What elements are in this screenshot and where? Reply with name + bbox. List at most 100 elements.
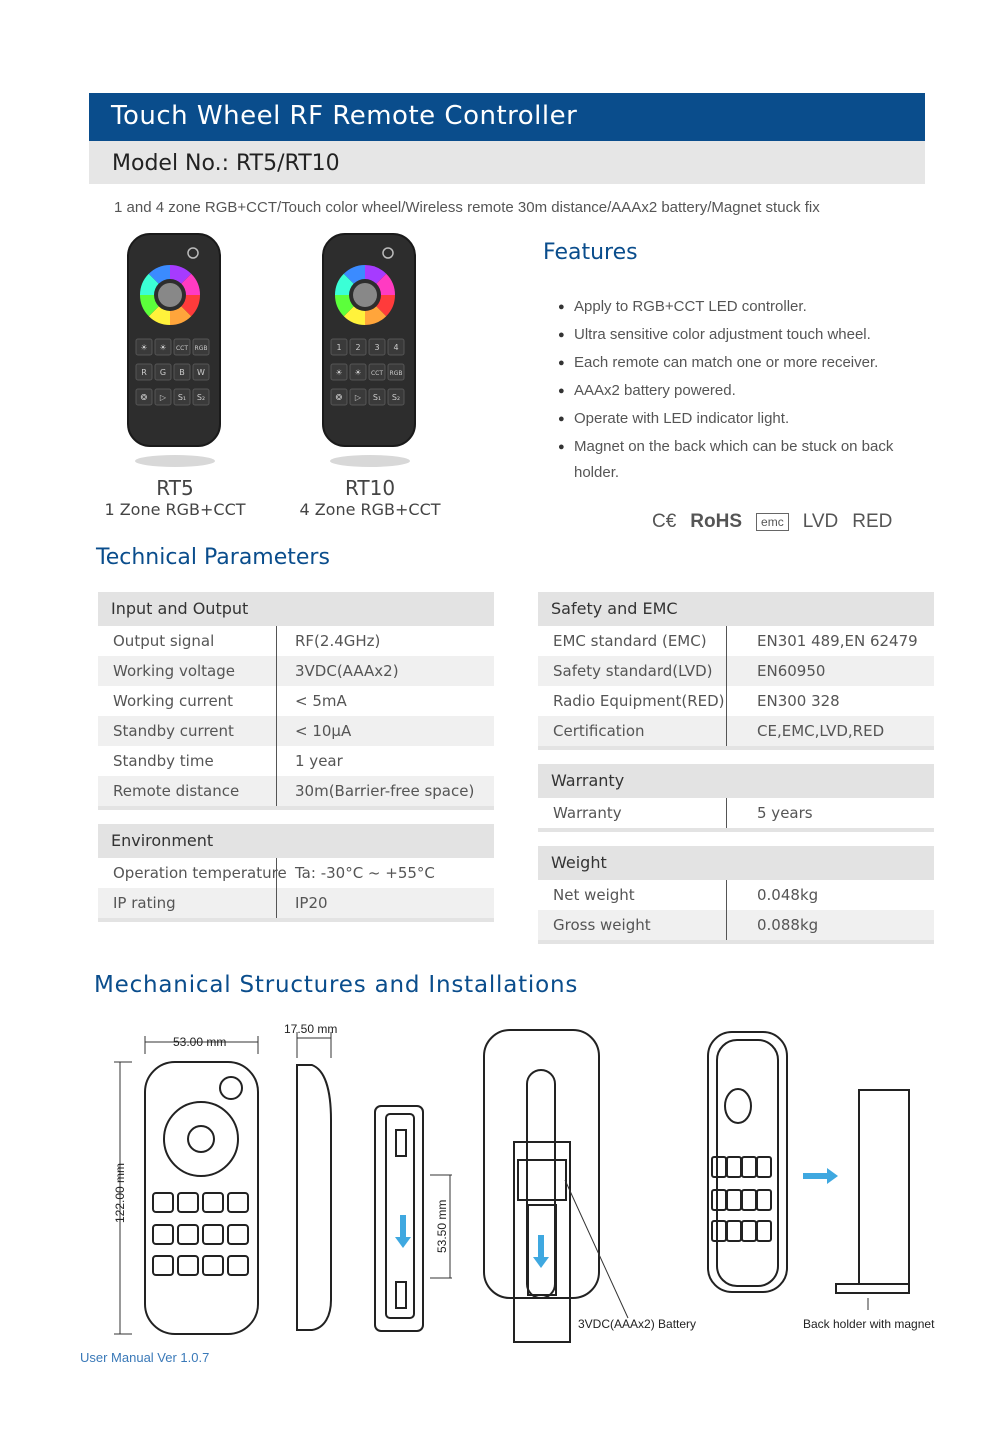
remote-key: ▷ [355, 393, 362, 402]
table-header: Safety and EMC [538, 592, 934, 626]
remote-rt10-name: RT10 [344, 476, 396, 500]
table-row: Net weight 0.048kg [538, 880, 934, 910]
remote-key: R [141, 368, 147, 377]
param-label: Warranty [553, 804, 622, 822]
param-label: Working current [113, 692, 234, 710]
feature-item: Operate with LED indicator light. [558, 406, 918, 432]
column-divider [726, 626, 727, 656]
column-divider [726, 656, 727, 686]
table-row: Standby time 1 year [98, 746, 494, 776]
remote-rt10-caption: RT10 4 Zone RGB+CCT [290, 476, 450, 519]
remote-key: CCT [176, 345, 188, 352]
arrow-icon [395, 1168, 838, 1268]
table-bottom-rule [98, 806, 494, 810]
remote-key: B [179, 368, 185, 377]
remote-key: ❂ [141, 393, 148, 402]
param-value: < 10µA [295, 722, 352, 740]
table-row: EMC standard (EMC)EN301 489,EN 62479 [538, 626, 934, 656]
remote-key: 4 [393, 343, 398, 352]
remote-key: CCT [371, 370, 383, 377]
back-view-drawing [374, 1105, 424, 1332]
table-bottom-rule [538, 828, 934, 832]
dim-battery-label: 53.50 mm [435, 1200, 449, 1253]
column-divider [276, 716, 277, 746]
param-label: Net weight [553, 886, 635, 904]
mechanical-drawings: 53.00 mm 17.50 mm 122.00 mm 53.50 mm 3VD… [113, 1022, 935, 1343]
column-divider [276, 686, 277, 716]
dim-depth-label: 17.50 mm [284, 1022, 337, 1036]
column-divider [726, 686, 727, 716]
param-value: Ta: -30°C ~ +55°C [295, 864, 435, 882]
table-row: IP rating IP20 [98, 888, 494, 918]
param-value: IP20 [295, 894, 328, 912]
column-divider [726, 798, 727, 828]
table-row: Working current< 5mA [98, 686, 494, 716]
column-divider [276, 888, 277, 918]
param-value: RF(2.4GHz) [295, 632, 381, 650]
battery-install-drawing [483, 1029, 600, 1343]
remote-key: ☀ [140, 343, 147, 352]
dim-width-label: 53.00 mm [173, 1035, 226, 1049]
remote-key: 3 [374, 343, 379, 352]
param-label: Output signal [113, 632, 215, 650]
column-divider [726, 880, 727, 910]
param-label: Standby time [113, 752, 214, 770]
feature-item: Magnet on the back which can be stuck on… [558, 434, 918, 486]
table-bottom-rule [538, 746, 934, 750]
table-bottom-rule [98, 918, 494, 922]
param-value: 1 year [295, 752, 343, 770]
table-row: Safety standard(LVD)EN60950 [538, 656, 934, 686]
feature-item: Each remote can match one or more receiv… [558, 350, 918, 376]
table-row: Radio Equipment(RED)EN300 328 [538, 686, 934, 716]
product-subtitle: 1 and 4 zone RGB+CCT/Touch color wheel/W… [114, 199, 820, 216]
model-number: Model No.: RT5/RT10 [112, 151, 340, 176]
remote-rt5-caption: RT5 1 Zone RGB+CCT [95, 476, 255, 519]
param-label: EMC standard (EMC) [553, 632, 707, 650]
param-value: 0.088kg [757, 916, 819, 934]
param-label: Operation temperature [113, 864, 287, 882]
param-value: 0.048kg [757, 886, 819, 904]
param-value: EN60950 [757, 662, 826, 680]
remote-key: S₁ [373, 393, 381, 402]
remote-key: 1 [336, 343, 341, 352]
remote-key: ☀ [159, 343, 166, 352]
ce-logo: C€ [652, 511, 677, 532]
page-title: Touch Wheel RF Remote Controller [111, 101, 578, 131]
front-view-drawing [144, 1061, 259, 1335]
remote-key: S₂ [197, 393, 205, 402]
feature-item: AAAx2 battery powered. [558, 378, 918, 404]
param-label: IP rating [113, 894, 176, 912]
column-divider [276, 776, 277, 806]
column-divider [276, 746, 277, 776]
remote-rt5-desc: 1 Zone RGB+CCT [104, 500, 246, 519]
title-bar: Touch Wheel RF Remote Controller [89, 93, 925, 141]
param-label: Standby current [113, 722, 234, 740]
remote-rt5-name: RT5 [156, 476, 194, 500]
remote-key: ☀ [335, 368, 342, 377]
column-divider [276, 858, 277, 888]
rohs-logo: RoHS [690, 511, 743, 532]
holder-label: Back holder with magnet [803, 1317, 935, 1331]
feature-item: Ultra sensitive color adjustment touch w… [558, 322, 918, 348]
remote-key: RGB [195, 345, 208, 352]
param-label: Remote distance [113, 782, 240, 800]
param-label: Radio Equipment(RED) [553, 692, 725, 710]
battery-label: 3VDC(AAAx2) Battery [578, 1317, 696, 1331]
table-header: Weight [538, 846, 934, 880]
power-icon [382, 247, 394, 259]
table-bottom-rule [538, 940, 934, 944]
table-row: Standby current < 10µA [98, 716, 494, 746]
table-header: Warranty [538, 764, 934, 798]
column-divider [726, 910, 727, 940]
